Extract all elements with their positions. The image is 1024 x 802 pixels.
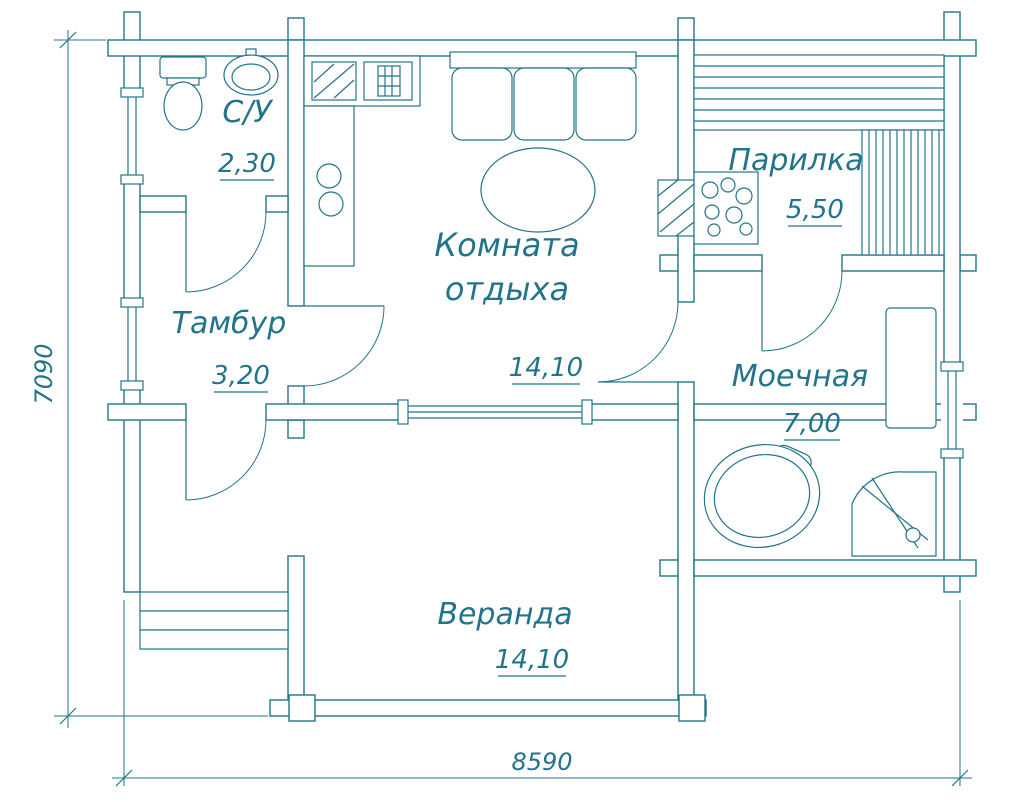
- sauna-bench-top-icon: [693, 54, 945, 131]
- door-tambur-veranda: [185, 419, 267, 501]
- room-area-komnata: 14,10: [509, 353, 583, 383]
- window-icon: [120, 297, 144, 391]
- moechnaya-bottom-wall: [693, 559, 977, 577]
- mid-wall: [107, 403, 187, 421]
- window-icon: [397, 399, 593, 425]
- log-end: [287, 419, 305, 439]
- table-icon: [480, 147, 596, 233]
- stove-icon: [316, 163, 344, 217]
- room-labels: С/У 2,30 Тамбур 3,20 Комната отдыха 14,1…: [172, 95, 868, 677]
- veranda-post: [288, 694, 316, 722]
- wall-a: [287, 39, 305, 307]
- room-label-tambur: Тамбур: [172, 306, 287, 341]
- room-label-komnata-line2: отдыха: [445, 270, 569, 308]
- shower-icon: [851, 471, 937, 557]
- log-end: [659, 559, 681, 577]
- veranda-post: [678, 694, 706, 722]
- log-end: [659, 254, 681, 272]
- door-moechnaya-parilka: [761, 270, 843, 352]
- room-label-komnata-line1: Комната: [434, 226, 579, 264]
- door-komnata-moechnaya: [597, 301, 679, 383]
- stairs-icon: [139, 591, 289, 650]
- veranda-bottom-wall: [269, 699, 707, 717]
- dim-tick: [59, 707, 77, 725]
- room-label-veranda: Веранда: [437, 597, 572, 632]
- room-area-su: 2,30: [218, 149, 276, 179]
- sauna-heater-icon: [657, 171, 759, 245]
- dimension-left: 7090: [30, 30, 268, 728]
- dim-tick: [59, 31, 77, 49]
- wall-b: [677, 381, 695, 717]
- window-icon: [120, 87, 144, 185]
- windows: [120, 87, 964, 459]
- log-end: [959, 254, 977, 272]
- kitchen-unit-icon: [303, 55, 421, 267]
- room-area-parilka: 5,50: [786, 195, 844, 225]
- dimension-height-label: 7090: [30, 343, 58, 404]
- sink-icon: [223, 48, 279, 96]
- window-icon: [940, 361, 964, 459]
- doors: [185, 211, 843, 501]
- sofa-icon: [449, 51, 637, 141]
- su-wall: [139, 195, 187, 213]
- bathtub-icon: [703, 443, 821, 549]
- parilka-wall: [841, 254, 945, 272]
- parilka-wall: [693, 254, 763, 272]
- room-label-moechnaya: Моечная: [732, 359, 868, 394]
- room-area-veranda: 14,10: [495, 645, 569, 675]
- fixtures: [159, 48, 945, 557]
- dim-tick: [951, 769, 969, 787]
- room-area-moechnaya: 7,00: [783, 409, 841, 439]
- sauna-bench-side-icon: [861, 129, 945, 256]
- toilet-icon: [159, 56, 207, 131]
- right-wall: [943, 11, 961, 593]
- veranda-left-wall: [287, 555, 305, 717]
- dimension-width-label: 8590: [511, 748, 572, 776]
- room-label-parilka: Парилка: [728, 143, 863, 178]
- dim-tick: [115, 769, 133, 787]
- door-su: [185, 211, 267, 293]
- dimension-bottom: 8590: [112, 600, 972, 787]
- wall-b: [677, 39, 695, 303]
- room-label-su: С/У: [222, 95, 273, 130]
- su-wall: [265, 195, 289, 213]
- room-area-tambur: 3,20: [212, 361, 270, 391]
- wash-bench-icon: [885, 307, 937, 429]
- door-tambur-komnata: [303, 305, 385, 387]
